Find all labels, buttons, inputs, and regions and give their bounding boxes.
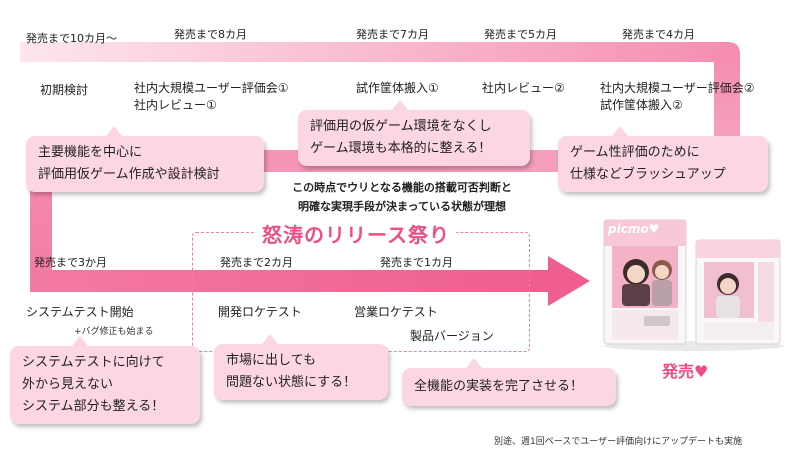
callout-proto1: 評価用の仮ゲーム環境をなくし ゲーム環境も本格的に整える！ <box>298 110 530 166</box>
month-label-10: 発売まで10カ月～ <box>26 30 117 46</box>
callout-line: 全機能の実装を完了させる！ <box>414 376 604 398</box>
stage-eval2-line2: 試作筐体搬入② <box>600 97 755 114</box>
callout-line: 評価用仮ゲーム作成や設計検討 <box>38 164 252 186</box>
callout-line: 問題ない状態にする！ <box>226 372 376 394</box>
stage-salesloc: 営業ロケテスト <box>354 304 438 321</box>
arrow-head <box>548 256 590 306</box>
callout-line: ゲーム環境も本格的に整える！ <box>310 138 518 160</box>
stage-eval1-line2: 社内レビュー① <box>134 97 289 114</box>
decision-note: この時点でウリとなる機能の搭載可否判断と 明確な実現手段が決まっている状態が理想 <box>266 178 538 216</box>
stage-eval1-line1: 社内大規模ユーザー評価会① <box>134 80 289 97</box>
callout-product: 全機能の実装を完了させる！ <box>402 368 616 406</box>
callout-line: 主要機能を中心に <box>38 142 252 164</box>
release-label: 発売♥ <box>662 358 708 382</box>
month-label-3: 発売まで3か月 <box>34 254 107 270</box>
month-label-5: 発売まで5カ月 <box>484 26 557 42</box>
stage-systest: システムテスト開始 <box>26 304 134 321</box>
footnote: 別途、週1回ペースでユーザー評価向けにアップデートも実施 <box>494 434 742 447</box>
month-label-7: 発売まで7カ月 <box>356 26 429 42</box>
month-label-4: 発売まで4カ月 <box>622 26 695 42</box>
callout-line: 外から見えない <box>22 374 188 396</box>
month-label-1: 発売まで1カ月 <box>380 254 453 270</box>
callout-tail <box>612 126 628 136</box>
callout-line: システムテストに向けて <box>22 352 188 374</box>
release-festival-title: 怒涛のリリース祭り <box>256 219 456 248</box>
stage-devloc: 開発ロケテスト <box>218 304 302 321</box>
stage-initial: 初期検討 <box>40 82 88 99</box>
decision-note-line1: この時点でウリとなる機能の搭載可否判断と <box>266 178 538 197</box>
stage-eval1: 社内大規模ユーザー評価会① 社内レビュー① <box>134 80 289 114</box>
callout-line: ゲーム性評価のために <box>570 142 756 164</box>
callout-tail <box>466 358 482 368</box>
callout-line: 評価用の仮ゲーム環境をなくし <box>310 116 518 138</box>
callout-tail <box>106 126 122 136</box>
month-label-8: 発売まで8カ月 <box>174 26 247 42</box>
arrow-top-band <box>20 42 740 62</box>
callout-eval2: ゲーム性評価のために 仕様などブラッシュアップ <box>558 136 768 192</box>
callout-tail <box>392 100 408 110</box>
stage-eval2-line1: 社内大規模ユーザー評価会② <box>600 80 755 97</box>
callout-line: 仕様などブラッシュアップ <box>570 164 756 186</box>
decision-note-line2: 明確な実現手段が決まっている状態が理想 <box>266 197 538 216</box>
callout-initial: 主要機能を中心に 評価用仮ゲーム作成や設計検討 <box>26 136 264 192</box>
callout-tail <box>72 336 88 346</box>
stage-eval2: 社内大規模ユーザー評価会② 試作筐体搬入② <box>600 80 755 114</box>
stage-product: 製品バージョン <box>410 328 494 345</box>
callout-devloc: 市場に出しても 問題ない状態にする！ <box>214 344 388 400</box>
photo-sticker-machine-image: picmo♥ <box>598 210 786 352</box>
month-label-2: 発売まで2カ月 <box>220 254 293 270</box>
callout-systest: システムテストに向けて 外から見えない システム部分も整える！ <box>10 346 200 424</box>
stage-proto1: 試作筐体搬入① <box>356 80 439 97</box>
product-logo: picmo♥ <box>608 222 659 236</box>
callout-line: 市場に出しても <box>226 350 376 372</box>
stage-review2: 社内レビュー② <box>482 80 565 97</box>
callout-tail <box>262 334 278 344</box>
callout-line: システム部分も整える！ <box>22 396 188 418</box>
